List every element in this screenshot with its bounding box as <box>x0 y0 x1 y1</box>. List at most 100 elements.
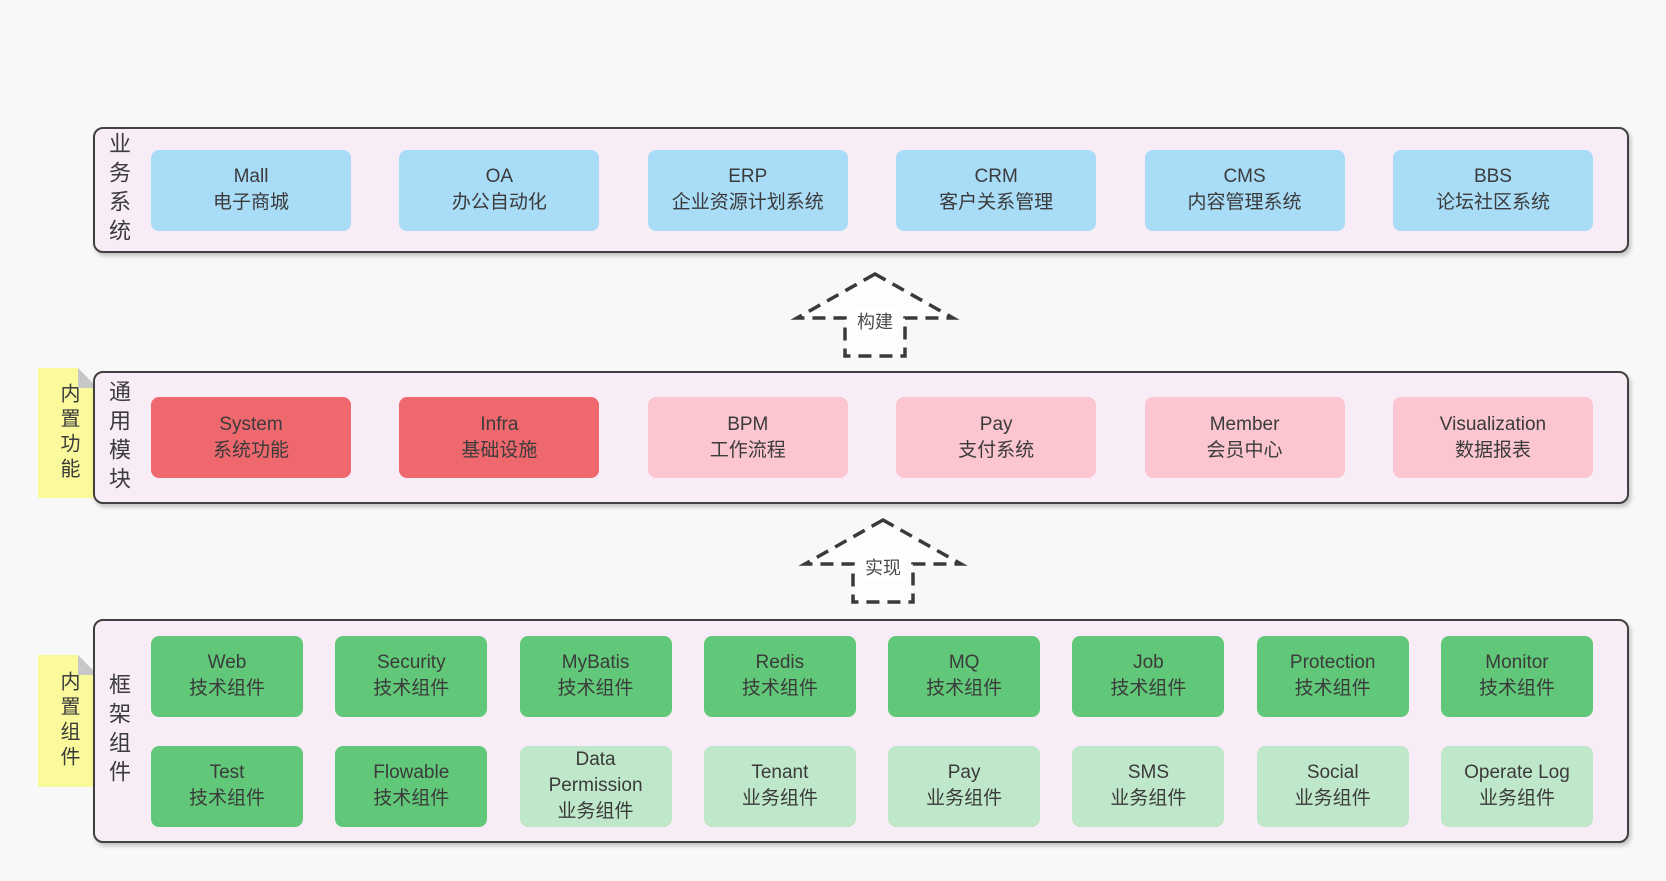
box-tenant: Tenant 业务组件 <box>703 745 856 827</box>
box-subtitle: 企业资源计划系统 <box>671 192 824 213</box>
sticky-note-label: 内置组件 <box>57 671 79 771</box>
box-title: Test <box>209 762 245 783</box>
box-title: Social <box>1306 762 1359 783</box>
box-system: System 系统功能 <box>151 397 351 478</box>
box-oa: OA 办公自动化 <box>399 149 600 231</box>
box-subtitle: 业务组件 <box>926 788 1003 809</box>
box-title: Data Permission <box>548 749 643 796</box>
section-business-systems: 业务系统 Mall 电子商城 OA 办公自动化 ERP 企业资源计划系统 CRM… <box>93 127 1629 253</box>
box-crm: CRM 客户关系管理 <box>896 149 1097 231</box>
box-operate-log: Operate Log 业务组件 <box>1440 745 1593 827</box>
box-web: Web 技术组件 <box>151 635 303 717</box>
arrow-build: 构建 <box>789 268 961 362</box>
box-subtitle: 技术组件 <box>188 678 265 699</box>
box-title: OA <box>485 166 514 187</box>
box-title: Security <box>376 652 446 673</box>
box-subtitle: 客户关系管理 <box>939 192 1054 213</box>
box-title: Flowable <box>373 762 450 783</box>
box-title: Pay <box>979 413 1013 435</box>
arrow-implement: 实现 <box>797 514 969 608</box>
box-title: Job <box>1133 652 1164 673</box>
box-infra: Infra 基础设施 <box>399 397 600 478</box>
box-subtitle: 业务组件 <box>741 788 818 809</box>
box-mq: MQ 技术组件 <box>888 635 1041 717</box>
section-label-cell: 通用模块 <box>95 373 141 502</box>
box-redis: Redis 技术组件 <box>703 635 856 717</box>
box-visualization: Visualization 数据报表 <box>1392 397 1593 478</box>
box-title: Web <box>207 652 247 673</box>
section-label: 通用模块 <box>106 379 131 496</box>
framework-row-1: Web 技术组件 Security 技术组件 MyBatis 技术组件 Redi… <box>141 621 1627 731</box>
box-subtitle: 内容管理系统 <box>1187 192 1302 213</box>
box-title: BBS <box>1473 166 1512 187</box>
box-test: Test 技术组件 <box>151 745 303 827</box>
box-sms: SMS 业务组件 <box>1072 745 1225 827</box>
box-bpm: BPM 工作流程 <box>647 397 848 478</box>
box-subtitle: 技术组件 <box>741 678 818 699</box>
arrow-label: 构建 <box>854 308 896 334</box>
box-flowable: Flowable 技术组件 <box>335 745 488 827</box>
sticky-note-built-in-components: 内置组件 <box>38 655 98 787</box>
box-title: Redis <box>755 652 805 673</box>
section-label: 业务系统 <box>106 132 131 248</box>
box-subtitle: 数据报表 <box>1454 439 1531 461</box>
box-mybatis: MyBatis 技术组件 <box>519 635 672 717</box>
box-subtitle: 工作流程 <box>709 439 786 461</box>
box-subtitle: 技术组件 <box>1294 678 1371 699</box>
box-title: MyBatis <box>561 652 630 673</box>
arrow-label: 实现 <box>862 554 904 580</box>
box-member: Member 会员中心 <box>1144 397 1345 478</box>
box-title: SMS <box>1127 762 1169 783</box>
box-subtitle: 技术组件 <box>188 788 265 809</box>
section-label: 框架组件 <box>106 673 131 789</box>
box-subtitle: 业务组件 <box>1110 788 1187 809</box>
box-monitor: Monitor 技术组件 <box>1440 635 1593 717</box>
box-subtitle: 基础设施 <box>461 439 538 461</box>
section-label-cell: 框架组件 <box>95 621 141 841</box>
box-title: Protection <box>1289 652 1376 673</box>
box-title: Mall <box>233 166 269 187</box>
modules-boxes-row: System 系统功能 Infra 基础设施 BPM 工作流程 Pay 支付系统… <box>141 373 1627 502</box>
box-subtitle: 技术组件 <box>373 678 450 699</box>
box-title: Member <box>1209 413 1280 435</box>
box-title: Infra <box>480 413 519 435</box>
box-pay: Pay 支付系统 <box>896 397 1097 478</box>
box-title: MQ <box>948 652 980 673</box>
box-title: CRM <box>974 166 1018 187</box>
box-cms: CMS 内容管理系统 <box>1144 149 1345 231</box>
box-subtitle: 办公自动化 <box>451 192 547 213</box>
box-subtitle: 技术组件 <box>1478 678 1555 699</box>
section-framework-components: 框架组件 Web 技术组件 Security 技术组件 MyBatis 技术组件… <box>93 619 1629 843</box>
box-bbs: BBS 论坛社区系统 <box>1392 149 1593 231</box>
box-subtitle: 论坛社区系统 <box>1435 192 1550 213</box>
box-title: System <box>219 413 283 435</box>
box-erp: ERP 企业资源计划系统 <box>647 149 848 231</box>
box-social: Social 业务组件 <box>1256 745 1409 827</box>
box-subtitle: 业务组件 <box>557 801 634 822</box>
box-security: Security 技术组件 <box>335 635 488 717</box>
business-boxes-row: Mall 电子商城 OA 办公自动化 ERP 企业资源计划系统 CRM 客户关系… <box>141 129 1627 251</box>
box-subtitle: 技术组件 <box>926 678 1003 699</box>
section-common-modules: 通用模块 System 系统功能 Infra 基础设施 BPM 工作流程 Pay… <box>93 371 1629 504</box>
box-subtitle: 技术组件 <box>557 678 634 699</box>
box-data-permission: Data Permission 业务组件 <box>519 745 672 827</box>
box-subtitle: 技术组件 <box>1110 678 1187 699</box>
box-subtitle: 电子商城 <box>212 192 289 213</box>
box-subtitle: 系统功能 <box>212 439 289 461</box>
box-title: Tenant <box>751 762 809 783</box>
box-subtitle: 会员中心 <box>1206 439 1283 461</box>
framework-rows: Web 技术组件 Security 技术组件 MyBatis 技术组件 Redi… <box>141 621 1627 841</box>
box-title: Pay <box>947 762 981 783</box>
section-label-cell: 业务系统 <box>95 129 141 251</box>
framework-row-2: Test 技术组件 Flowable 技术组件 Data Permission … <box>141 731 1627 841</box>
box-subtitle: 业务组件 <box>1294 788 1371 809</box>
box-title: Operate Log <box>1464 762 1570 783</box>
sticky-note-label: 内置功能 <box>57 383 79 483</box>
box-mall: Mall 电子商城 <box>151 149 351 231</box>
box-job: Job 技术组件 <box>1072 635 1225 717</box>
box-protection: Protection 技术组件 <box>1256 635 1409 717</box>
box-title: ERP <box>728 166 768 187</box>
sticky-note-built-in-features: 内置功能 <box>38 368 98 498</box>
box-title: Visualization <box>1439 413 1547 435</box>
box-title: BPM <box>727 413 769 435</box>
